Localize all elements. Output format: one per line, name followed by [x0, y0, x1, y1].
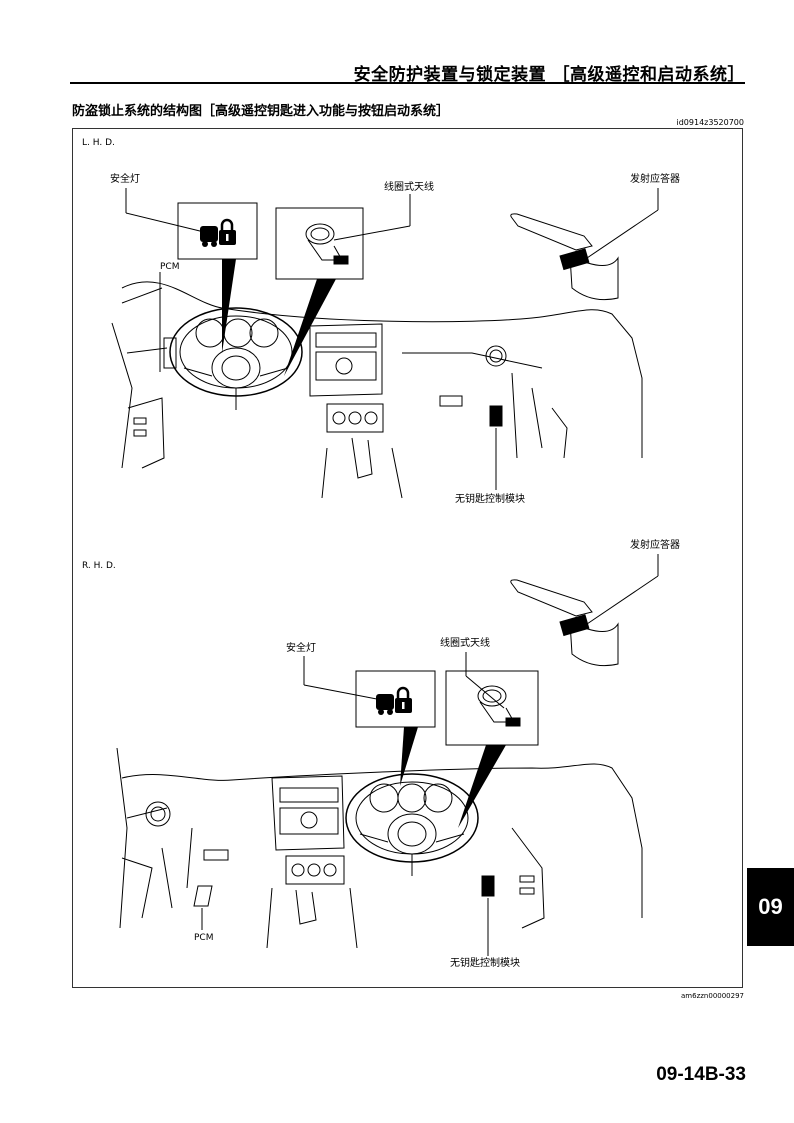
- lhd-label: L. H. D.: [82, 138, 115, 148]
- lhd-coil-antenna-label: 线圈式天线: [384, 180, 434, 193]
- rhd-security-light-label: 安全灯: [286, 641, 316, 654]
- lhd-coil-antenna-icon: [305, 223, 349, 265]
- page-header-title: 安全防护装置与锁定装置 ［高级遥控和启动系统］: [353, 65, 745, 85]
- lhd-security-light-inset: [177, 202, 258, 260]
- lhd-transponder-label: 发射应答器: [630, 172, 680, 185]
- lhd-pcm-label: PCM: [160, 262, 179, 272]
- lhd-transponder-key: [510, 213, 619, 301]
- rhd-coil-antenna-inset: [445, 670, 539, 746]
- rhd-coil-antenna-icon: [477, 685, 521, 727]
- rhd-dashboard: [116, 747, 643, 949]
- lhd-security-light-icon: [200, 226, 236, 247]
- lhd-keyless-module-label: 无钥匙控制模块: [455, 492, 525, 505]
- rhd-pcm-label: PCM: [194, 933, 213, 943]
- section-title: 防盗锁止系统的结构图［高级遥控钥匙进入功能与按钮启动系统］: [72, 104, 450, 119]
- lhd-security-light-label: 安全灯: [110, 172, 140, 185]
- immobilizer-diagram: L. H. D. 安全灯 线圈式天线 发射应答器 PCM 无钥匙控制模块: [82, 138, 680, 969]
- chapter-tab: 09: [747, 868, 794, 946]
- rhd-label: R. H. D.: [82, 561, 116, 571]
- page-number: 09-14B-33: [656, 1064, 746, 1085]
- rhd-transponder-label: 发射应答器: [630, 538, 680, 551]
- header-rule: [70, 82, 745, 84]
- rhd-security-light-icon: [376, 694, 412, 715]
- lhd-dashboard: [111, 281, 643, 499]
- chapter-tab-label: 09: [758, 894, 783, 919]
- rhd-transponder-key: [510, 579, 619, 667]
- rhd-security-light-inset: [355, 670, 436, 728]
- rhd-coil-antenna-label: 线圈式天线: [440, 636, 490, 649]
- figure-ref-id-top: id0914z3520700: [676, 118, 745, 127]
- rhd-keyless-module-label: 无钥匙控制模块: [450, 956, 520, 969]
- figure-frame: [72, 128, 743, 988]
- figure-ref-id-bottom: am6zzn00000297: [681, 992, 744, 1000]
